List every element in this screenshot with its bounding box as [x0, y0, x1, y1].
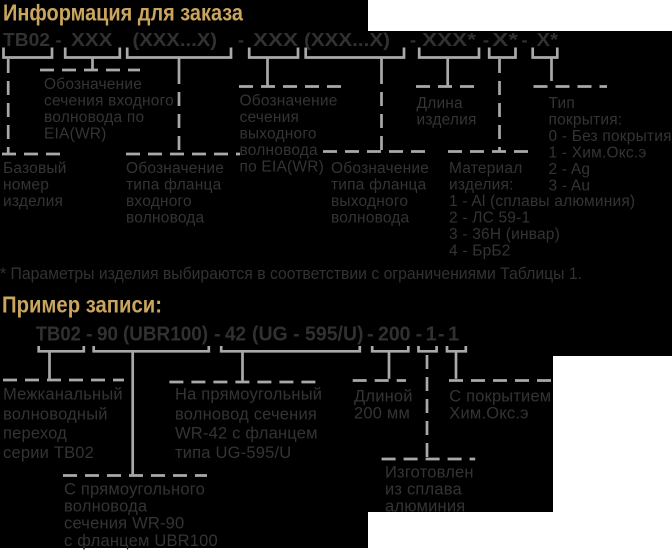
svg-text:покрытия:: покрытия:: [549, 112, 623, 129]
svg-text:-: -: [238, 29, 244, 50]
svg-text:(UBR100): (UBR100): [123, 324, 208, 346]
svg-text:с фланцем UBR100: с фланцем UBR100: [64, 532, 218, 550]
svg-text:4 - БрБ2: 4 - БрБ2: [449, 243, 511, 260]
svg-text:типа фланца: типа фланца: [126, 177, 222, 194]
svg-text:ТВ02: ТВ02: [36, 324, 81, 346]
svg-text:Межканальный: Межканальный: [3, 386, 123, 404]
svg-text:90: 90: [97, 324, 118, 346]
svg-text:WR-42 с фланцем: WR-42 с фланцем: [175, 425, 318, 443]
svg-text:-: -: [56, 29, 62, 50]
svg-text:С прямоугольного: С прямоугольного: [64, 480, 205, 498]
svg-text:1 - Хим.Окс.э: 1 - Хим.Окс.э: [549, 145, 647, 162]
svg-text:из сплава: из сплава: [385, 481, 463, 499]
svg-text:1: 1: [426, 324, 437, 346]
svg-text:-: -: [86, 324, 93, 346]
svg-text:Базовый: Базовый: [3, 160, 67, 177]
svg-text:выходного: выходного: [240, 126, 317, 143]
svg-text:Информация для заказа: Информация для заказа: [3, 0, 244, 26]
svg-text:* Параметры изделия выбираются: * Параметры изделия выбираются в соответ…: [0, 265, 582, 283]
svg-text:Х*: Х*: [492, 29, 519, 50]
svg-text:ТВ02: ТВ02: [3, 29, 50, 50]
svg-text:Обозначение: Обозначение: [44, 76, 142, 93]
svg-text:1: 1: [448, 324, 459, 346]
svg-text:1 - Al (сплавы алюминия): 1 - Al (сплавы алюминия): [449, 193, 635, 210]
svg-text:ХХХ: ХХХ: [253, 29, 299, 50]
svg-text:сечения: сечения: [240, 109, 300, 126]
svg-text:волновода по: волновода по: [44, 109, 144, 126]
svg-text:(ХХХ...Х): (ХХХ...Х): [304, 29, 390, 50]
svg-text:С покрытием: С покрытием: [449, 387, 551, 405]
svg-text:0 - Без покрытия: 0 - Без покрытия: [549, 128, 672, 145]
svg-text:-: -: [214, 324, 221, 346]
svg-text:-: -: [416, 324, 423, 346]
svg-text:Тип: Тип: [549, 95, 575, 112]
svg-text:ХХХ*: ХХХ*: [422, 29, 477, 50]
svg-text:изделия:: изделия:: [449, 177, 514, 194]
svg-text:3 - Au: 3 - Au: [549, 178, 591, 195]
svg-text:Материал: Материал: [449, 160, 522, 177]
svg-text:Обозначение: Обозначение: [126, 160, 224, 177]
svg-text:Х*: Х*: [537, 29, 559, 50]
svg-text:серии ТВ02: серии ТВ02: [3, 444, 94, 462]
svg-text:-: -: [367, 324, 374, 346]
svg-text:сечения WR-90: сечения WR-90: [64, 515, 184, 533]
svg-text:Длиной: Длиной: [354, 387, 413, 405]
svg-text:(ХХХ...Х): (ХХХ...Х): [133, 29, 218, 50]
svg-text:200 мм: 200 мм: [354, 404, 410, 422]
svg-text:волновода: волновода: [126, 210, 205, 227]
svg-text:Обозначение: Обозначение: [240, 93, 338, 110]
svg-text:(UG - 595/U): (UG - 595/U): [252, 324, 364, 346]
svg-text:номер: номер: [3, 177, 49, 194]
svg-text:по EIA(WR): по EIA(WR): [240, 159, 324, 176]
svg-text:входного: входного: [126, 193, 192, 210]
svg-text:волновода: волновода: [331, 210, 410, 227]
svg-text:3 - 36Н (инвар): 3 - 36Н (инвар): [449, 226, 560, 243]
svg-text:выходного: выходного: [331, 193, 408, 210]
svg-text:изделия: изделия: [417, 112, 477, 129]
svg-text:изделия: изделия: [3, 193, 63, 210]
svg-text:-: -: [522, 29, 528, 50]
svg-text:-: -: [410, 29, 416, 50]
svg-text:-: -: [483, 29, 489, 50]
svg-text:типа фланца: типа фланца: [331, 177, 427, 194]
svg-text:42: 42: [225, 324, 246, 346]
svg-text:2 - ЛС 59-1: 2 - ЛС 59-1: [449, 210, 530, 227]
svg-text:переход: переход: [3, 425, 67, 443]
svg-text:типа UG-595/U: типа UG-595/U: [175, 444, 291, 462]
svg-text:Хим.Окс.э: Хим.Окс.э: [449, 404, 528, 422]
svg-text:-: -: [438, 324, 445, 346]
svg-text:Длина: Длина: [417, 95, 464, 112]
svg-text:Обозначение: Обозначение: [331, 160, 429, 177]
svg-text:алюминия: алюминия: [385, 498, 465, 516]
svg-text:волновода: волновода: [240, 142, 319, 159]
svg-text:EIA(WR): EIA(WR): [44, 126, 107, 143]
svg-text:Пример записи:: Пример записи:: [2, 292, 162, 318]
svg-text:ХХХ: ХХХ: [71, 29, 113, 50]
svg-text:волновод сечения: волновод сечения: [175, 406, 317, 424]
svg-text:сечения входного: сечения входного: [44, 93, 174, 110]
svg-text:волновода: волновода: [64, 498, 148, 516]
svg-text:На прямоугольный: На прямоугольный: [175, 386, 322, 404]
svg-text:Изготовлен: Изготовлен: [385, 464, 474, 482]
svg-text:волноводный: волноводный: [3, 406, 108, 424]
svg-text:200: 200: [378, 324, 411, 346]
svg-text:2 - Ag: 2 - Ag: [549, 161, 591, 178]
